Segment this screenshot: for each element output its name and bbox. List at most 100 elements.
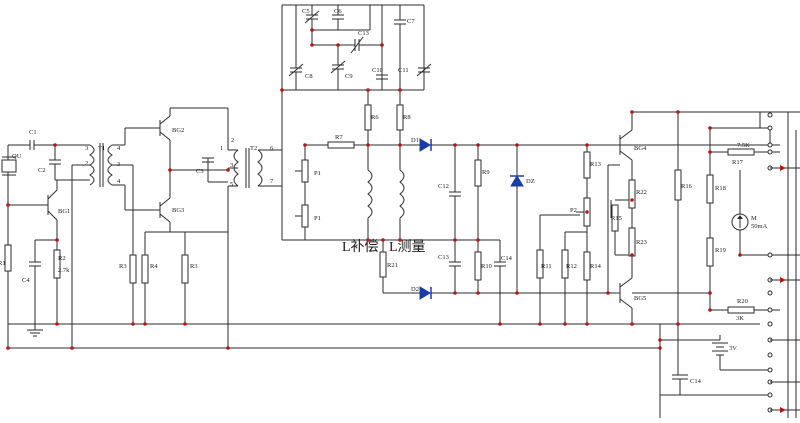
label-r22: R22 xyxy=(636,189,647,196)
label-c1: C1 xyxy=(29,129,37,136)
resistor-r21 xyxy=(379,251,387,278)
label-r3: R3 xyxy=(119,263,127,270)
label-c10: C10 xyxy=(372,67,383,74)
resistor-r18 xyxy=(706,174,714,204)
label-r16: R16 xyxy=(681,183,693,190)
t2-secondary xyxy=(257,149,263,187)
resistor-r20 xyxy=(727,306,755,314)
label-qu: QU xyxy=(12,153,22,160)
label-c13b: C13 xyxy=(438,254,449,261)
label-r8: R8 xyxy=(403,114,411,121)
resistor-r4 xyxy=(141,254,149,284)
label-c6: C6 xyxy=(334,8,342,15)
diode-d1 xyxy=(419,138,431,152)
label-dz: DZ xyxy=(526,178,535,185)
label-c4: C4 xyxy=(22,277,30,284)
resistor-r3 xyxy=(129,254,137,284)
label-r20-value: 3K xyxy=(736,315,744,322)
resistor-r17 xyxy=(727,148,755,156)
label-bg1: BG1 xyxy=(58,208,70,215)
label-d1: D1 xyxy=(411,137,419,144)
diode-d2 xyxy=(419,286,431,300)
label-t1: T1 xyxy=(98,145,105,152)
label-battery: 3V xyxy=(729,345,737,352)
label-c14: C14 xyxy=(501,255,513,262)
t1-primary xyxy=(89,144,95,186)
switch-contact xyxy=(767,112,773,118)
inductor-lcomp xyxy=(367,169,373,219)
label-t2: T2 xyxy=(250,145,257,152)
label-r14: R14 xyxy=(590,263,602,270)
label-r12: R12 xyxy=(566,263,577,270)
label-r17-value: 7.5K xyxy=(737,142,750,149)
label-bg5: BG5 xyxy=(634,295,646,302)
label-r9: R9 xyxy=(482,169,490,176)
svg-text:4: 4 xyxy=(117,145,121,152)
label-r2: R2 xyxy=(58,255,66,262)
resistor-r23 xyxy=(628,227,636,257)
label-bg3: BG3 xyxy=(172,207,184,214)
label-p2: P2 xyxy=(570,207,577,214)
svg-text:2: 2 xyxy=(231,137,234,144)
label-r4: R4 xyxy=(150,263,158,270)
svg-text:7: 7 xyxy=(270,178,274,185)
label-r10: R10 xyxy=(481,263,492,270)
crystal-qu xyxy=(1,159,17,173)
svg-text:3: 3 xyxy=(85,145,88,152)
label-r15: R15 xyxy=(611,215,622,222)
label-c5: C5 xyxy=(302,8,310,15)
label-c3: C3 xyxy=(196,168,204,175)
junction-dots xyxy=(6,28,742,350)
svg-text:3: 3 xyxy=(230,162,233,169)
label-d2: D2 xyxy=(411,286,419,293)
svg-text:5: 5 xyxy=(230,181,233,188)
label-c13: C13 xyxy=(358,30,369,37)
label-r5: R3 xyxy=(190,263,198,270)
label-c12: C12 xyxy=(438,183,449,190)
label-meter: M xyxy=(751,215,757,222)
resistor-r1 xyxy=(4,244,12,272)
label-r7: R7 xyxy=(335,134,343,141)
label-r13: R13 xyxy=(590,161,601,168)
label-p1a: P1 xyxy=(314,170,321,177)
label-r6: R6 xyxy=(371,114,379,121)
label-c11: C11 xyxy=(398,67,409,74)
resistor-r7 xyxy=(327,141,355,149)
label-bg2: BG2 xyxy=(172,127,184,134)
svg-text:6: 6 xyxy=(270,145,274,152)
switch-arrow xyxy=(780,165,786,171)
label-r21: R21 xyxy=(387,262,398,269)
resistor-r5 xyxy=(181,254,189,284)
zener-dz xyxy=(510,175,524,187)
label-meter-value: 50mA xyxy=(751,223,768,230)
label-p1b: P1 xyxy=(314,215,321,222)
svg-text:4: 4 xyxy=(117,178,121,185)
label-c2: C2 xyxy=(38,167,46,174)
label-r11: R11 xyxy=(541,263,552,270)
label-bg4: BG4 xyxy=(634,145,647,152)
resistor-r19 xyxy=(706,237,714,267)
label-c9: C9 xyxy=(345,73,353,80)
svg-text:2: 2 xyxy=(85,160,88,167)
label-l-meas: L测量 xyxy=(389,239,426,255)
t1-secondary xyxy=(107,144,113,186)
label-r19: R19 xyxy=(715,247,726,254)
label-r1: R1 xyxy=(0,260,6,267)
label-r20: R20 xyxy=(737,298,748,305)
label-r23: R23 xyxy=(636,239,647,246)
pot-p1b xyxy=(301,204,309,228)
label-c7: C7 xyxy=(407,18,415,25)
label-c8: C8 xyxy=(305,73,313,80)
svg-text:1: 1 xyxy=(220,145,223,152)
resistor-r9 xyxy=(474,159,482,187)
inductor-lmeas xyxy=(399,169,405,219)
label-l-comp: L补偿 xyxy=(342,239,379,255)
label-c15: C14 xyxy=(690,378,702,385)
label-r17: R17 xyxy=(732,159,744,166)
pot-p1a xyxy=(301,159,309,183)
label-r2-value: 2.7k xyxy=(58,267,70,274)
resistor-r22 xyxy=(628,179,636,209)
label-r18: R18 xyxy=(715,185,726,192)
